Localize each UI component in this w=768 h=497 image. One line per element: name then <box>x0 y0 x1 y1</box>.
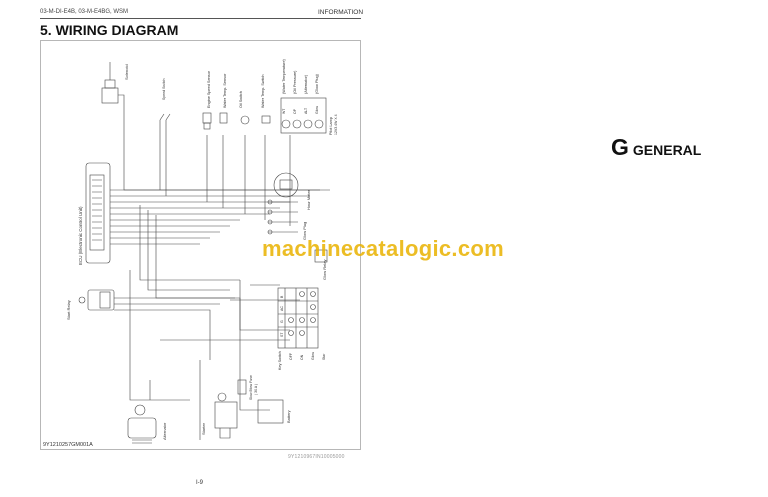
starter-symbol <box>214 392 238 439</box>
page-number: I-9 <box>196 480 204 486</box>
header-rule <box>40 18 361 19</box>
key-switch-table <box>277 287 319 349</box>
key-ac-label: AC <box>280 306 284 311</box>
watermark: machinecatalogic.com <box>262 236 504 261</box>
key-glow-label: Glow <box>311 352 315 360</box>
key-b-label: B <box>280 295 284 298</box>
section-tab-text: GENERAL <box>632 142 702 158</box>
section-name: INFORMATION <box>318 9 364 16</box>
key-on-label: ON <box>300 354 304 360</box>
solenoid-label: Solenoid <box>124 64 129 80</box>
lamp-wt-label: WT <box>282 108 286 114</box>
key-g-label: G <box>280 320 284 323</box>
water-temp-sensor-label: Water Temp. Sensor <box>223 73 227 108</box>
page-title: 5. WIRING DIAGRAM <box>40 22 179 38</box>
alternator-label: Alternator <box>162 422 167 440</box>
start-relay-symbol <box>78 289 115 311</box>
speed-switch-label: Speed Switch <box>162 79 166 100</box>
sensors <box>159 112 271 140</box>
alternator-symbol <box>127 404 157 444</box>
lamp-glow-label: Glow <box>315 106 319 114</box>
glow-relay-label: Glow Relay <box>322 260 327 280</box>
wiring-diagram: Solenoid ECU (Electronic Control Unit) S… <box>40 40 361 450</box>
pilot-lamp-spec: 12V3.4W X 4 <box>334 114 338 135</box>
key-st-label: ST <box>280 332 284 337</box>
figure-code: 9Y1210257GM001A <box>43 442 93 448</box>
hour-meter-display <box>279 179 293 190</box>
hour-meter-label: Hour Meter <box>306 189 311 210</box>
oil-switch-label: Oil Switch <box>239 91 243 108</box>
document-code: 03-M-DI-E4B, 03-M-E4BG, WSM <box>40 9 129 15</box>
key-switch-label: Key Switch <box>278 351 282 370</box>
hour-meter-symbol <box>273 172 299 198</box>
oil-pressure-label: (Oil Pressure) <box>293 70 297 94</box>
glow-plug-lamp-label: (Glow Plug) <box>315 73 319 94</box>
pilot-lamp-label: Pilot Lamp <box>329 117 333 135</box>
diagram-frame <box>40 40 361 450</box>
engine-speed-sensor-label: Engine Speed Sensor <box>207 70 211 108</box>
fuse-symbol <box>237 379 247 395</box>
solenoid-symbol <box>101 62 125 110</box>
alternator-lamp-label: (Alternator) <box>304 74 308 94</box>
lamp-alt-label: ALT <box>304 107 308 114</box>
pilot-lamp-panel <box>280 97 327 134</box>
ecu-symbol <box>85 162 111 264</box>
glow-plug-label: Glow Plug <box>302 222 307 240</box>
reference-code: 9Y1210967IN10005000 <box>288 454 345 460</box>
lamp-op-label: OP <box>293 108 297 114</box>
section-letter: G <box>611 134 629 160</box>
starter-label: Starter <box>201 422 206 435</box>
wiring-harness <box>110 110 330 440</box>
battery-label: Battery <box>286 410 291 423</box>
water-temp-switch-label: Water Temp. Switch <box>261 74 265 108</box>
water-temperature-label: (Water Temperature) <box>282 58 286 94</box>
ecu-label: ECU (Electronic Control Unit) <box>78 206 83 265</box>
key-star-label: Star <box>322 353 326 360</box>
fuse-label: Slow Blow Fuse <box>249 375 253 400</box>
battery-symbol <box>257 399 284 424</box>
glow-plug-symbols <box>267 199 328 263</box>
fuse-spec: ( 30 A ) <box>254 384 258 395</box>
key-off-label: OFF <box>289 353 293 360</box>
start-relay-label: Start Relay <box>66 300 71 320</box>
